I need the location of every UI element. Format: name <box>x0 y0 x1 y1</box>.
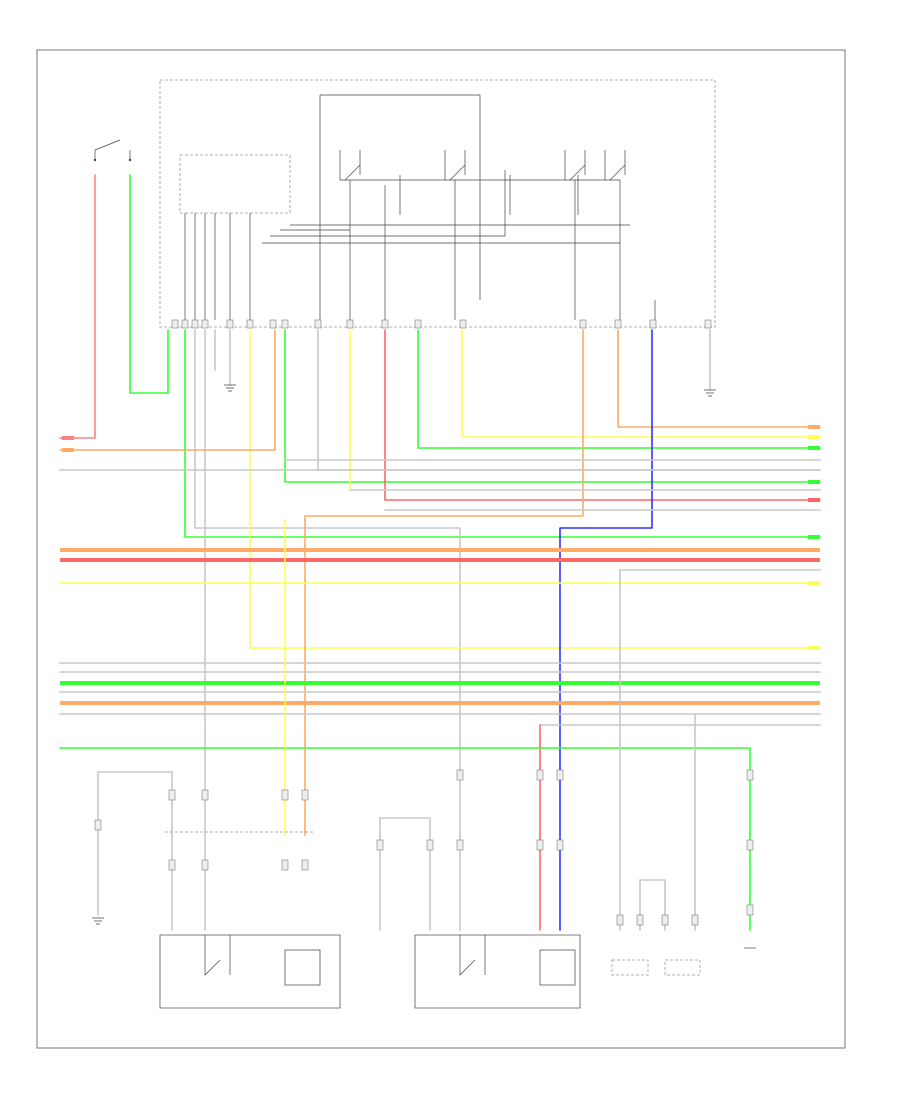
small-switch-left <box>611 959 649 976</box>
ground-symbols <box>92 384 756 949</box>
wire-pink-left <box>59 174 96 439</box>
wires-to-lower-components <box>97 519 696 931</box>
diagram-frame <box>36 49 846 1049</box>
left-mirror-module <box>159 934 341 1009</box>
harness-bus-middle <box>59 548 821 584</box>
row-markers-left <box>62 436 74 562</box>
wire-green-left <box>129 174 169 394</box>
internal-bus <box>184 94 656 320</box>
control-unit-connectors <box>171 319 712 329</box>
wires-from-control-unit <box>59 329 821 931</box>
control-unit-outline <box>159 79 716 328</box>
top-left-switch <box>93 139 132 162</box>
right-mirror-module <box>414 934 581 1009</box>
harness-bus-lower <box>59 662 821 931</box>
row-markers-right <box>808 425 820 705</box>
small-switch-right <box>664 959 701 976</box>
lower-connectors <box>94 769 754 926</box>
harness-bus-upper <box>59 459 821 511</box>
